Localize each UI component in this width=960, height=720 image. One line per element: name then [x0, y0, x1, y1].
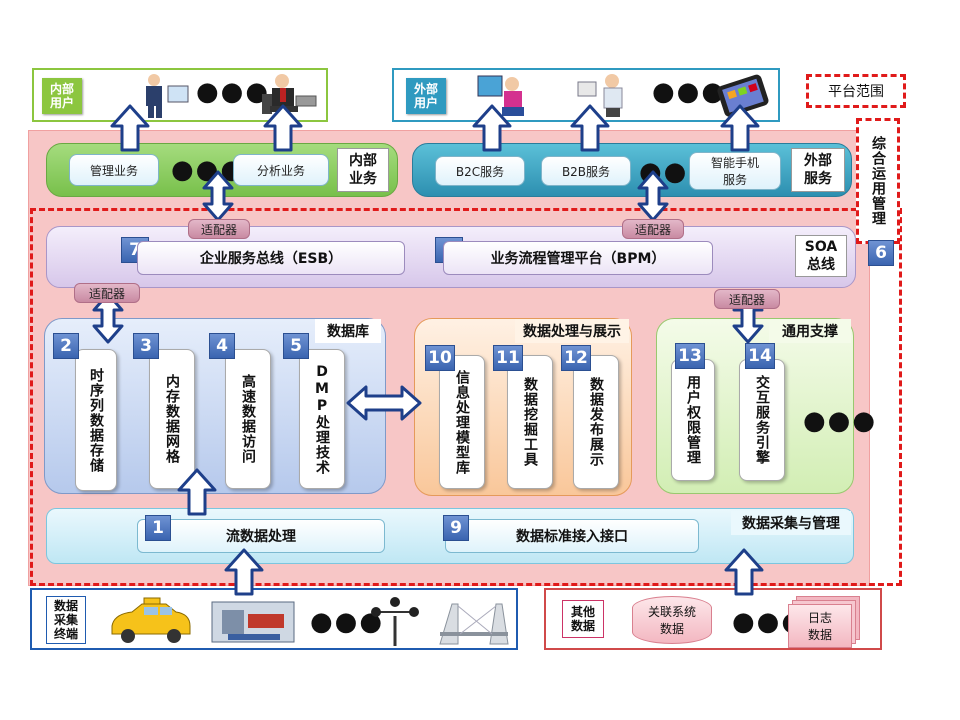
dmp-processing-column: DMP处理技术: [299, 349, 345, 489]
turbine-machine-icon: [211, 601, 295, 643]
integrated-management-label: 综合运用管理: [870, 136, 886, 226]
collection-title: 数据采集与管理: [731, 511, 851, 535]
manager-laptop-icon: [262, 74, 317, 114]
info-model-library-column: 信息处理模型库: [439, 355, 485, 489]
mobile-service-box: 智能手机 服务: [689, 152, 781, 190]
num-6: 6: [868, 240, 894, 266]
timeseries-storage-column: 时序列数据存储: [75, 349, 117, 491]
stream-processing-bar: 流数据处理: [137, 519, 385, 553]
external-services-band: B2C服务 B2B服务 ●●● 智能手机 服务 外部 服务: [412, 143, 852, 197]
customer-computer-icon: [477, 75, 524, 116]
bridge-structure-icon: [439, 603, 509, 645]
num-11: 11: [493, 345, 523, 371]
platform-scope-border: [30, 208, 902, 586]
taxi-icon: [111, 597, 191, 643]
business-user-icon: [577, 74, 623, 117]
terminal-ellipsis: ●●●: [310, 607, 385, 637]
memory-data-grid-column: 内存数据网格: [149, 349, 195, 489]
bpm-bar: 业务流程管理平台（BPM）: [443, 241, 713, 275]
num-14: 14: [745, 343, 775, 369]
other-data-tag: 其他 数据: [562, 600, 604, 638]
anemometer-icon: [371, 597, 419, 646]
support-title: 通用支撑: [769, 319, 851, 343]
admin-business-box: 管理业务: [69, 154, 159, 186]
internal-business-band: 管理业务 ●●● 分析业务 内部 业务: [46, 143, 398, 197]
smartphone-icon: [717, 74, 769, 117]
num-3: 3: [133, 333, 159, 359]
support-panel: 通用支撑 13 用户权限管理 14 交互服务引擎 ●●●: [656, 318, 875, 494]
adapter-external: 适配器: [622, 219, 684, 239]
external-users-box: 外部 用户 ●●●: [392, 68, 780, 122]
b2b-service-box: B2B服务: [541, 156, 631, 186]
database-title: 数据库: [315, 319, 381, 343]
data-publish-column: 数据发布展示: [573, 355, 619, 489]
interaction-engine-column: 交互服务引擎: [739, 359, 785, 481]
adapter-support: 适配器: [714, 289, 780, 309]
num-5: 5: [283, 333, 309, 359]
analysis-business-box: 分析业务: [233, 154, 329, 186]
soa-bus-band: 7 企业服务总线（ESB） 8 业务流程管理平台（BPM） SOA 总线: [46, 226, 856, 288]
num-2: 2: [53, 333, 79, 359]
log-data-box: 日志 数据: [788, 604, 852, 648]
collection-band: 数据采集与管理 1 流数据处理 9 数据标准接入接口: [46, 508, 854, 564]
processing-panel: 数据处理与展示 10 信息处理模型库 11 数据挖掘工具 12 数据发布展示: [414, 318, 632, 496]
database-panel: 数据库 2 时序列数据存储 3 内存数据网格 4 高速数据访问 5 DMP处理技…: [44, 318, 386, 494]
external-services-label: 外部 服务: [791, 148, 845, 192]
external-users-ellipsis: ●●●: [652, 77, 727, 107]
office-worker-icon: [146, 74, 189, 118]
external-users-tag: 外部 用户: [406, 78, 446, 114]
num-12: 12: [561, 345, 591, 371]
num-4: 4: [209, 333, 235, 359]
support-ellipsis: ●●●: [803, 406, 878, 436]
num-1: 1: [145, 515, 171, 541]
internal-users-box: 内部 用户 ●●●: [32, 68, 328, 122]
num-13: 13: [675, 343, 705, 369]
adapter-db: 适配器: [74, 283, 140, 303]
terminal-tag: 数据 采集 终端: [46, 596, 86, 644]
adapter-internal: 适配器: [188, 219, 250, 239]
processing-title: 数据处理与展示: [515, 319, 629, 343]
soa-label: SOA 总线: [795, 235, 847, 277]
data-mining-tools-column: 数据挖掘工具: [507, 355, 553, 489]
internal-users-tag: 内部 用户: [42, 78, 82, 114]
standard-interface-bar: 数据标准接入接口: [445, 519, 699, 553]
b2c-service-box: B2C服务: [435, 156, 525, 186]
esb-bar: 企业服务总线（ESB）: [137, 241, 405, 275]
collection-terminal-box: 数据 采集 终端 ●●●: [30, 588, 518, 650]
num-9: 9: [443, 515, 469, 541]
user-permission-column: 用户权限管理: [671, 359, 715, 481]
platform-scope-legend: 平台范围: [806, 74, 906, 108]
internal-business-label: 内部 业务: [337, 148, 389, 192]
integrated-management-box: 综合运用管理: [856, 118, 900, 244]
internal-users-ellipsis: ●●●: [196, 77, 271, 107]
high-speed-access-column: 高速数据访问: [225, 349, 271, 489]
num-10: 10: [425, 345, 455, 371]
related-system-data-cylinder: 关联系统 数据: [632, 596, 712, 644]
other-data-box: 其他 数据 关联系统 数据 ●●● 日志 数据: [544, 588, 882, 650]
